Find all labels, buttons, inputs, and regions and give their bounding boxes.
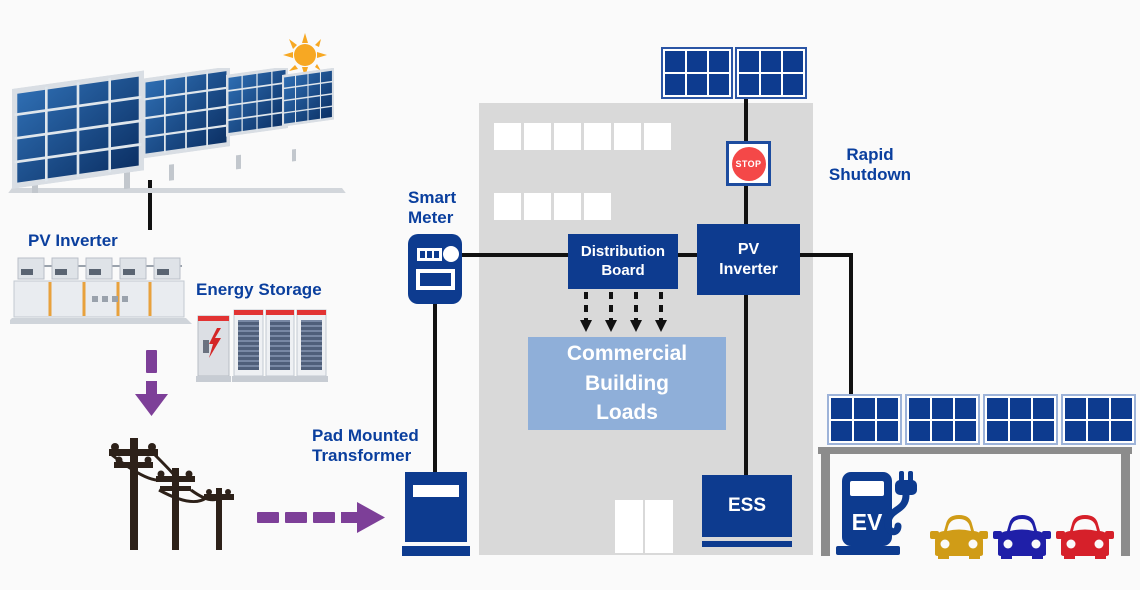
window	[494, 193, 521, 220]
carport-module	[1061, 394, 1136, 445]
window	[614, 123, 641, 150]
ess-base	[702, 541, 792, 547]
carport-leg-left	[821, 454, 830, 556]
wire-drop-to-carport	[849, 253, 853, 397]
building-door	[615, 500, 673, 553]
window	[584, 123, 611, 150]
car-red-icon	[1056, 515, 1114, 559]
rapid-shutdown-label: Rapid Shutdown	[828, 145, 912, 185]
wire-inverter-to-ess	[744, 293, 748, 478]
ev-text: EV	[852, 509, 883, 535]
window	[524, 123, 551, 150]
transformer-slot	[413, 485, 459, 497]
flow-arrow-down-icon	[135, 350, 168, 416]
pad-mounted-transformer-icon	[405, 472, 467, 542]
building-windows-row2	[494, 193, 611, 220]
ev-charger-icon: EV	[836, 471, 917, 555]
window	[524, 193, 551, 220]
carport-solar-panels-icon	[827, 394, 1136, 445]
window	[554, 123, 581, 150]
window	[644, 123, 671, 150]
carport-leg-right	[1121, 454, 1130, 556]
rooftop-module	[735, 47, 807, 99]
load-feed-arrows	[580, 292, 667, 332]
rapid-shutdown-stop-icon: STOP	[726, 141, 771, 186]
smart-meter-label: Smart Meter	[408, 188, 457, 228]
door-panel	[645, 500, 673, 553]
wire-meter-to-transformer	[433, 300, 437, 472]
sun-icon	[283, 33, 327, 77]
stop-circle: STOP	[731, 146, 766, 181]
car-blue-icon	[993, 515, 1051, 559]
window	[494, 123, 521, 150]
carport-beam	[818, 447, 1132, 454]
door-panel	[615, 500, 643, 553]
transformer-base	[402, 546, 470, 556]
carport-module	[905, 394, 980, 445]
smart-meter-icon	[408, 234, 462, 304]
wire-array-down	[148, 180, 152, 230]
stop-text: STOP	[735, 158, 762, 169]
pad-mounted-transformer-label: Pad Mounted Transformer	[312, 426, 419, 466]
rooftop-module	[661, 47, 733, 99]
pv-inverter-array-label: PV Inverter	[28, 231, 118, 250]
ground-solar-array-icon	[8, 68, 346, 193]
utility-poles-icon	[109, 438, 234, 550]
flow-arrow-right-icon	[257, 502, 385, 533]
window	[554, 193, 581, 220]
ess-node: ESS	[702, 475, 792, 537]
pv-inverter-units-icon	[10, 257, 192, 324]
window	[584, 193, 611, 220]
car-yellow-icon	[930, 515, 988, 559]
building-windows-row1	[494, 123, 671, 150]
carport-module	[827, 394, 902, 445]
carport-module	[983, 394, 1058, 445]
pv-inverter-node: PV Inverter	[697, 224, 800, 295]
distribution-board-node: Distribution Board	[568, 234, 678, 289]
building-loads-node: Commercial Building Loads	[528, 337, 726, 430]
rooftop-solar-panel-icon	[661, 47, 807, 99]
energy-storage-label: Energy Storage	[196, 280, 322, 299]
energy-storage-cabinets-icon	[196, 309, 328, 382]
